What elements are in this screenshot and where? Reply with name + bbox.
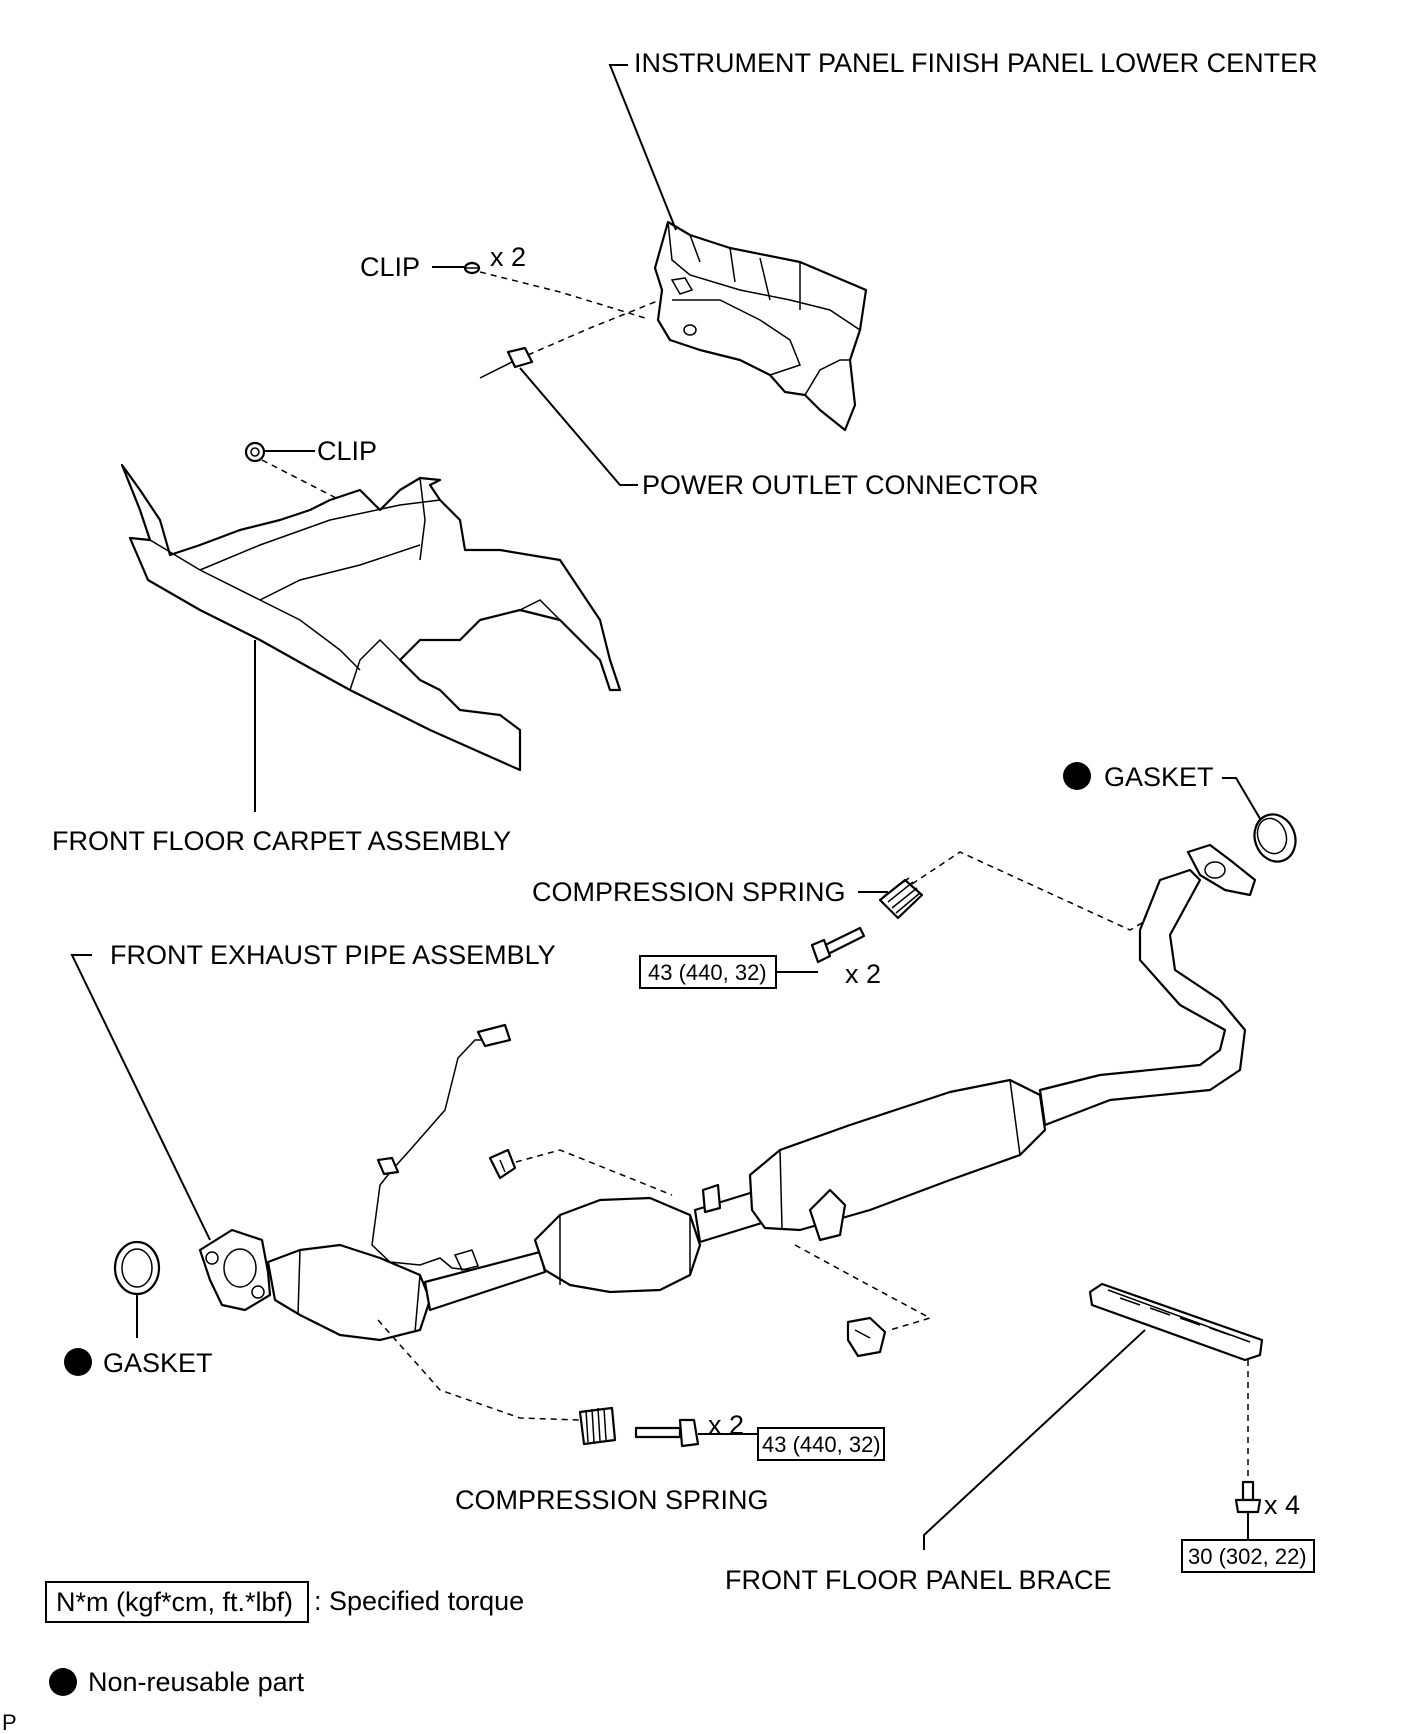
power-outlet-dash [527,299,661,356]
instrument-panel-label: INSTRUMENT PANEL FINISH PANEL LOWER CENT… [634,48,1318,78]
bolt-brace-icon [1234,1480,1262,1514]
gasket-right-icon [1253,813,1297,863]
legend-torque-box-text: N*m (kgf*cm, ft.*lbf) [56,1587,293,1617]
instrument-panel-leader [608,64,677,231]
bolt-brace-qty: x 4 [1264,1490,1300,1520]
front-floor-panel-brace-leader [923,1329,1146,1550]
clip-upper-dash [479,271,646,319]
torque-brace-value: 30 (302, 22) [1188,1544,1307,1569]
clip-upper-icon [463,261,481,275]
front-floor-panel-brace-part [1088,1282,1264,1362]
compression-spring-upper-label: COMPRESSION SPRING [532,877,846,907]
torque-upper-value: 43 (440, 32) [648,960,767,985]
compression-spring-upper-icon [878,877,924,920]
hanger-lower-dash [794,1244,932,1331]
legend-nonreusable-icon [49,1668,77,1696]
bolt-lower-qty: x 2 [708,1410,744,1440]
bolt-lower-icon [634,1418,700,1448]
power-outlet-label: POWER OUTLET CONNECTOR [642,470,1039,500]
legend-torque-text: : Specified torque [314,1586,524,1616]
hanger-upper-dash [515,1149,673,1196]
compression-spring-lower-label: COMPRESSION SPRING [455,1485,769,1515]
front-floor-panel-brace-label: FRONT FLOOR PANEL BRACE [725,1565,1112,1595]
front-exhaust-pipe-part [198,843,1257,1342]
legend-nonreusable-text: Non-reusable part [88,1667,305,1697]
instrument-panel-finish-panel-part [653,220,868,432]
clip-lower-icon [244,441,266,463]
front-exhaust-pipe-label: FRONT EXHAUST PIPE ASSEMBLY [110,940,556,970]
front-floor-carpet-label: FRONT FLOOR CARPET ASSEMBLY [52,826,511,856]
clip-upper-label: CLIP [360,252,420,282]
clip-upper-qty: x 2 [490,242,526,272]
front-floor-carpet-part [120,463,622,772]
hanger-upper-icon [488,1148,517,1180]
gasket-left-icon [113,1240,161,1296]
torque-brace-box [1181,1539,1315,1573]
torque-upper-box [639,955,777,989]
hanger-lower-icon [846,1316,887,1358]
bolt-upper-qty: x 2 [845,959,881,989]
bolt-upper-icon [810,926,866,964]
front-exhaust-pipe-leader [70,954,211,1241]
gasket-right-leader [1222,777,1263,823]
nonreusable-dot-icon [1063,762,1091,790]
gasket-left-label: GASKET [103,1348,213,1378]
legend-torque-box [45,1581,309,1623]
spring-lower-dash [377,1319,581,1421]
power-outlet-leader [519,367,638,486]
clip-lower-label: CLIP [317,436,377,466]
gasket-right-label: GASKET [1104,762,1214,792]
torque-lower-value: 43 (440, 32) [762,1432,881,1457]
torque-lower-box [757,1427,885,1461]
power-outlet-connector-icon [479,346,534,379]
nonreusable-dot-icon [64,1348,92,1376]
corner-code: P [2,1710,17,1734]
compression-spring-lower-icon [578,1406,617,1446]
